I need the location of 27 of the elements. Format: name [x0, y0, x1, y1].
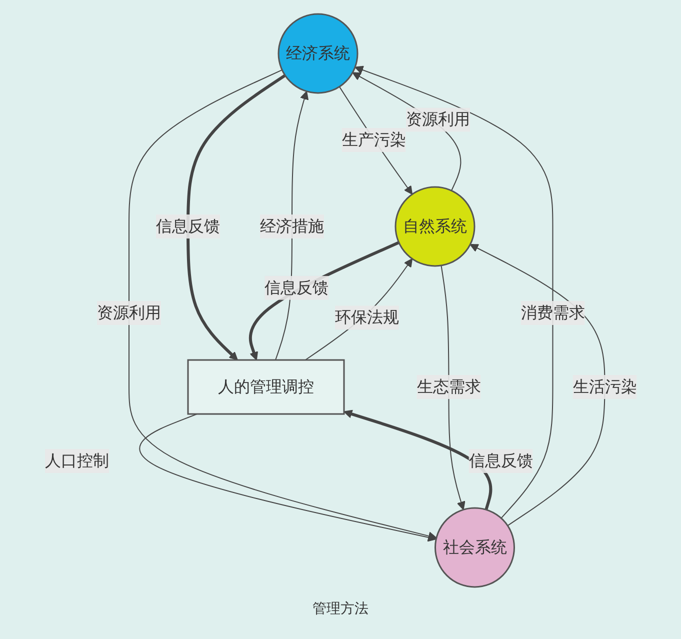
arrow — [186, 74, 286, 360]
arrow — [248, 240, 400, 360]
edge-label: 资源利用 — [96, 302, 161, 322]
arrow — [138, 413, 436, 542]
node-circle: 社会系统 — [434, 506, 515, 588]
arrow — [354, 65, 553, 518]
arrow — [304, 258, 412, 360]
edge-label: 人口控制 — [44, 450, 109, 470]
arrow — [128, 68, 436, 540]
edge-label: 信息反馈 — [468, 450, 532, 470]
edge-label: 生产污染 — [341, 130, 406, 148]
edge-label: 消费需求 — [520, 302, 584, 322]
node-circle: 自然系统 — [394, 186, 475, 266]
arrow — [440, 264, 465, 510]
edge-label: 生态需求 — [416, 376, 480, 396]
note-label: 管理方法 — [312, 601, 368, 617]
edge-label: 生活污染 — [572, 376, 636, 396]
arrow — [343, 409, 492, 510]
node-box: 人的管理调控 — [186, 358, 344, 414]
edge-label: 资源利用 — [406, 109, 470, 128]
node-circle: 经济系统 — [277, 12, 358, 94]
edge-label: 信息反馈 — [156, 216, 220, 235]
edge-label: 经济措施 — [260, 216, 324, 235]
edge-label: 信息反馈 — [264, 277, 328, 296]
arrow — [469, 244, 605, 526]
arrow — [338, 86, 412, 194]
edge-label: 环保法规 — [334, 307, 399, 326]
